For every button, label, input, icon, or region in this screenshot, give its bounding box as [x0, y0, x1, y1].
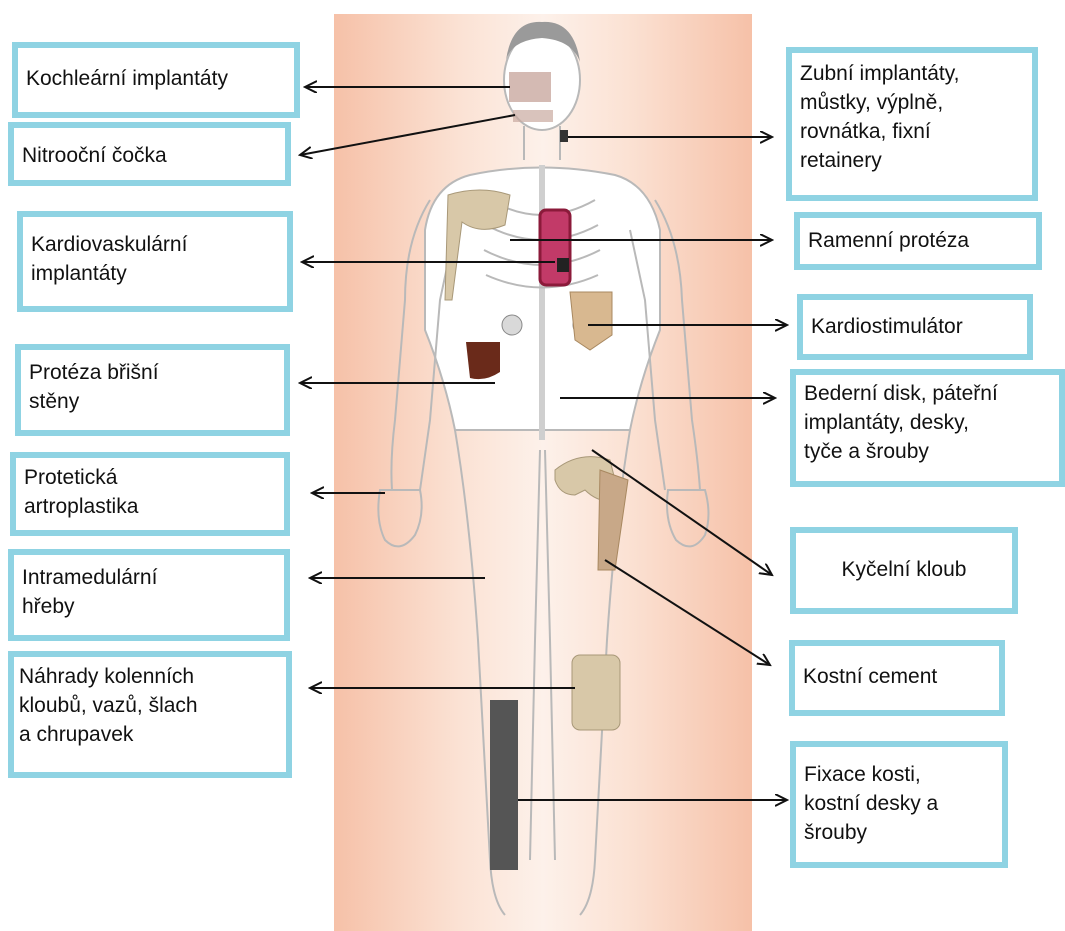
label-arthroplasty: Protetická artroplastika — [10, 452, 290, 536]
bone-fixation-rod — [490, 700, 518, 870]
left-hand — [378, 490, 421, 546]
label-cochlear: Kochleární implantáty — [12, 42, 300, 118]
neck — [524, 126, 560, 160]
body-silhouette — [378, 22, 708, 915]
label-spinal: Bederní disk, páteřní implantáty, desky,… — [790, 369, 1065, 487]
label-intraocular: Nitrooční čočka — [8, 122, 291, 186]
heart-device — [540, 210, 570, 285]
label-abdominal: Protéza břišní stěny — [15, 344, 290, 436]
pacemaker-chip — [557, 258, 569, 272]
label-dental: Zubní implantáty, můstky, výplně, rovnát… — [786, 47, 1038, 201]
eye-lens — [513, 110, 553, 122]
label-shoulder: Ramenní protéza — [794, 212, 1042, 270]
abdominal-mesh — [466, 342, 500, 379]
femoral-stem — [598, 470, 628, 570]
cochlear-implant — [509, 72, 551, 102]
label-cardiovascular: Kardiovaskulární implantáty — [17, 211, 293, 312]
right-hand — [667, 490, 709, 546]
dental-implant — [560, 130, 568, 142]
label-bone-fixation: Fixace kosti, kostní desky a šrouby — [790, 741, 1008, 868]
label-intramedullary: Intramedulární hřeby — [8, 549, 290, 641]
label-bone-cement: Kostní cement — [789, 640, 1005, 716]
arrow-bone-cement — [605, 560, 770, 665]
knee-prosthesis — [572, 655, 620, 730]
pacemaker-node-left — [502, 315, 522, 335]
label-pacemaker: Kardiostimulátor — [797, 294, 1033, 360]
label-knee: Náhrady kolenních kloubů, vazů, šlach a … — [8, 651, 292, 778]
label-hip: Kyčelní kloub — [790, 527, 1018, 614]
arrow-intraocular — [300, 115, 515, 155]
